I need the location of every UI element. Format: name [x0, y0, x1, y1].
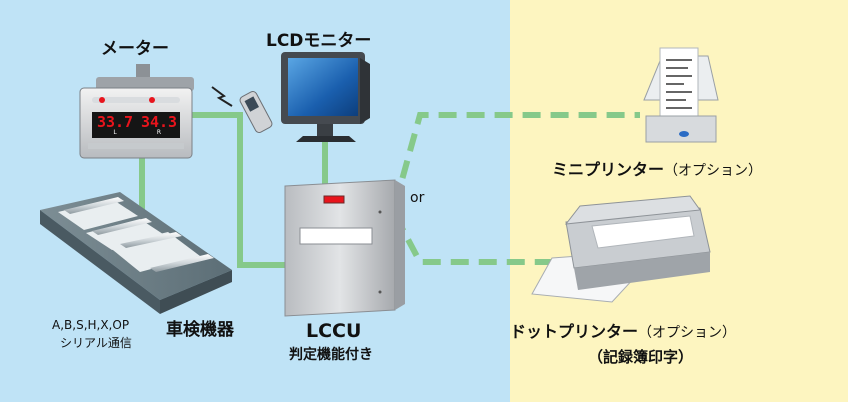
- meter-right-value: 34.3: [140, 113, 178, 131]
- meter-left-readout: 33.7 L: [94, 114, 136, 136]
- dot-printer-device: [531, 195, 711, 303]
- meter-device: [79, 64, 194, 159]
- or-label: or: [410, 190, 425, 206]
- lccu-device: [284, 179, 405, 317]
- dot-printer-option-label: （オプション）: [638, 325, 737, 341]
- mini-printer-caption: ミニプリンター（オプション）: [552, 156, 762, 180]
- serial-comm-label: シリアル通信: [60, 336, 132, 350]
- meter-right-unit: R: [156, 129, 162, 136]
- lcd-monitor-label: LCDモニター: [266, 31, 372, 51]
- dot-printer-caption: ドットプリンター（オプション）: [510, 318, 736, 342]
- meter-label: メーター: [101, 39, 169, 59]
- wires: [139, 112, 328, 268]
- mini-printer-option-label: （オプション）: [664, 163, 763, 179]
- mini-printer-device: [643, 47, 719, 143]
- lccu-sub-label: 判定機能付き: [289, 347, 373, 363]
- test-equipment-label: 車検機器: [166, 320, 234, 340]
- dot-printer-label: ドットプリンター: [510, 322, 639, 341]
- mini-printer-label: ミニプリンター: [552, 160, 665, 179]
- meter-left-value: 33.7: [96, 113, 134, 131]
- lccu-label: LCCU: [306, 320, 362, 342]
- test-equipment-device: [40, 192, 232, 314]
- wireless-signal-icon: [211, 86, 233, 107]
- record-print-label: （記録簿印字）: [588, 348, 694, 366]
- serial-types-label: A,B,S,H,X,OP: [52, 318, 130, 332]
- meter-left-unit: L: [113, 129, 117, 136]
- meter-right-readout: 34.3 R: [138, 114, 180, 136]
- remote-device: [239, 91, 273, 133]
- lcd-monitor-device: [281, 52, 370, 142]
